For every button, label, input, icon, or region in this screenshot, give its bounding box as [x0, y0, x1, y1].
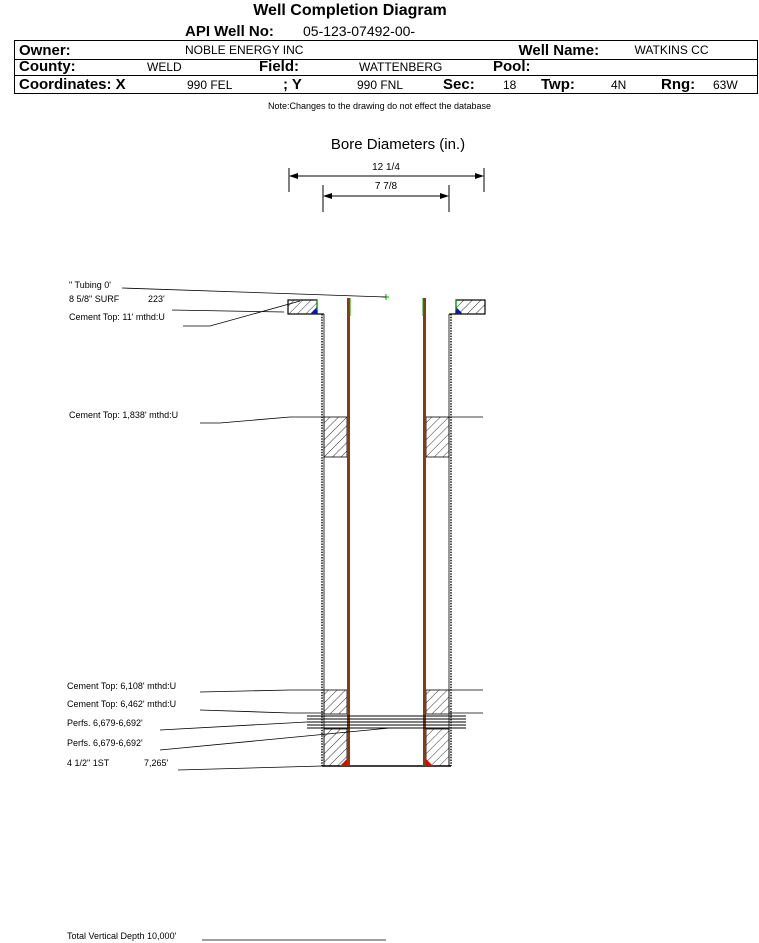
- leader-perfs-2: [159, 727, 391, 751]
- bore-dimension-line-2: [322, 185, 450, 212]
- total-vertical-depth: Total Vertical Depth 10,000': [67, 931, 177, 941]
- leader-cement-top-1838: [200, 416, 324, 424]
- coord-y-value: 990 FNL: [357, 78, 404, 92]
- bore-diameters-title: Bore Diameters (in.): [331, 136, 465, 153]
- right-reference-lines: [449, 416, 483, 714]
- bore-diameter-label-1: 12 1/4: [372, 162, 400, 173]
- cement-6108: [323, 689, 450, 715]
- label-production-depth: 7,265': [144, 758, 169, 768]
- field-value: WATTENBERG: [359, 60, 443, 74]
- api-row: API Well No: 05-123-07492-00-: [14, 22, 758, 41]
- cement-1838: [323, 416, 450, 458]
- county-label: County:: [19, 58, 76, 75]
- leader-surface-casing: [171, 309, 285, 313]
- well-name-value: WATKINS CC: [634, 43, 709, 57]
- label-surface-depth: 223': [148, 294, 165, 304]
- cement-bottom: [323, 728, 450, 767]
- field-label: Field:: [259, 58, 299, 75]
- page-title: Well Completion Diagram: [253, 2, 447, 19]
- coord-x-value: 990 FEL: [187, 78, 233, 92]
- database-note: Note:Changes to the drawing do not effec…: [268, 101, 491, 111]
- pool-label: Pool:: [493, 58, 531, 75]
- coord-y-label: ; Y: [283, 76, 302, 93]
- label-cement-top-1838: Cement Top: 1,838' mthd:U: [69, 410, 178, 420]
- leader-tubing: [121, 287, 387, 298]
- county-value: WELD: [147, 60, 182, 74]
- owner-value: NOBLE ENERGY INC: [185, 43, 304, 57]
- label-production-casing: 4 1/2" 1ST: [67, 758, 110, 768]
- leader-production-casing: [177, 765, 323, 771]
- label-tubing: " Tubing 0': [69, 280, 111, 290]
- production-casing: [347, 298, 426, 766]
- well-name-label: Well Name:: [518, 41, 600, 59]
- rng-label: Rng:: [661, 76, 696, 93]
- label-perfs-1: Perfs. 6,679-6,692': [67, 718, 143, 728]
- sec-label: Sec:: [443, 76, 475, 93]
- leader-cement-top-6108: [199, 689, 324, 693]
- coord-x-label: Coordinates: X: [19, 76, 126, 93]
- well-header-table: API Well No: 05-123-07492-00- Owner: NOB…: [14, 22, 758, 60]
- leader-cement-top-11: [183, 300, 301, 327]
- rng-value: 63W: [713, 78, 738, 92]
- label-cement-top-11: Cement Top: 11' mthd:U: [69, 312, 165, 322]
- leader-perfs-1: [159, 721, 308, 731]
- bore-diameter-label-2: 7 7/8: [375, 181, 398, 192]
- twp-label: Twp:: [541, 76, 575, 93]
- label-surface-casing: 8 5/8" SURF: [69, 294, 120, 304]
- owner-row: Owner: NOBLE ENERGY INC Well Name: WATKI…: [14, 40, 758, 60]
- bore-dimension-line-1: [288, 168, 485, 192]
- api-label: API Well No:: [185, 22, 274, 40]
- owner-label: Owner:: [19, 41, 71, 59]
- coordinates-row: Coordinates: X 990 FEL ; Y 990 FNL Sec: …: [14, 76, 758, 94]
- sec-value: 18: [503, 78, 517, 92]
- label-cement-top-6462: Cement Top: 6,462' mthd:U: [67, 699, 176, 709]
- perforations: [307, 715, 466, 729]
- label-cement-top-6108: Cement Top: 6,108' mthd:U: [67, 681, 176, 691]
- surface-casing-cement: [287, 299, 486, 315]
- label-perfs-2: Perfs. 6,679-6,692': [67, 738, 143, 748]
- leader-cement-top-6462: [199, 709, 324, 714]
- twp-value: 4N: [611, 78, 627, 92]
- api-value: 05-123-07492-00-: [303, 23, 416, 39]
- county-row: County: WELD Field: WATTENBERG Pool:: [14, 58, 758, 76]
